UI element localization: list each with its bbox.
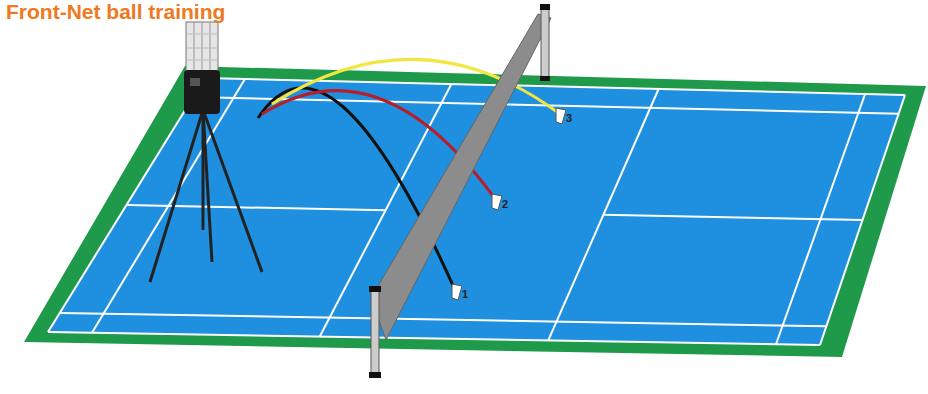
court-line xyxy=(48,332,820,345)
diagram-title: Front-Net ball training xyxy=(6,0,225,24)
callout-number: 2 xyxy=(502,198,508,210)
callout-number: 3 xyxy=(566,112,572,124)
court-line xyxy=(127,205,386,210)
shuttlecocks xyxy=(452,108,566,300)
court-line xyxy=(60,313,827,326)
shuttle-machine xyxy=(150,22,262,282)
callout-number: 1 xyxy=(462,288,468,300)
net xyxy=(369,4,551,378)
court-surround xyxy=(24,66,926,357)
court-line xyxy=(603,215,862,220)
